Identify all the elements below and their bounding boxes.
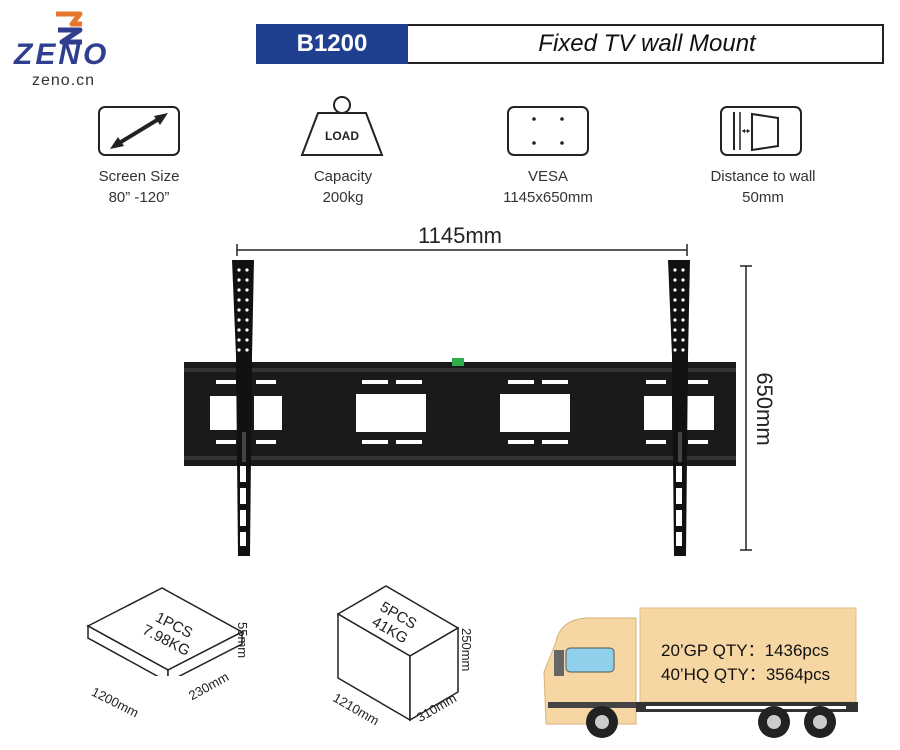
height-dimension-label: 650mm: [752, 372, 777, 446]
spec-value: 50mm: [742, 189, 784, 206]
spec-distance: Distance to wall 50mm: [678, 166, 848, 208]
vesa-pattern-icon: [507, 106, 589, 156]
spec-label: Capacity: [313, 168, 373, 185]
weight-icon: LOAD: [300, 96, 384, 156]
package-single-height: 55mm: [235, 622, 250, 659]
package-box-single: [86, 587, 244, 676]
spec-value: 200kg: [322, 189, 364, 206]
double-arrow-icon: [98, 106, 180, 156]
product-title: Fixed TV wall Mount: [538, 30, 756, 57]
package-single-length: 1200mm: [89, 684, 142, 721]
spec-vesa: VESA 1145x650mm: [463, 166, 633, 208]
spec-screen-size: Screen Size 80” -120”: [54, 166, 224, 208]
width-dimension-label: 1145mm: [418, 223, 502, 248]
container-truck-icon: [543, 607, 858, 738]
spec-value: 1145x650mm: [503, 189, 593, 206]
hq-quantity: 40’HQ QTY：3564pcs: [661, 665, 831, 684]
zeno-logo-icon: [56, 11, 83, 45]
spec-capacity: Capacity 200kg: [258, 166, 428, 208]
wall-mount-product-image: [184, 260, 736, 556]
spec-value: 80” -120”: [108, 189, 170, 206]
package-carton-height: 250mm: [459, 628, 474, 672]
spec-label: Screen Size: [98, 168, 180, 185]
brand-name: ZENO: [14, 38, 110, 71]
brand-url: zeno.cn: [32, 72, 96, 89]
model-badge: B1200: [256, 24, 408, 64]
package-box-carton: [336, 585, 460, 722]
spec-label: Distance to wall: [710, 168, 816, 185]
width-dimension-line: [236, 244, 688, 256]
spec-label: VESA: [527, 168, 569, 185]
gp-quantity: 20’GP QTY：1436pcs: [661, 641, 829, 660]
height-dimension-line: [740, 265, 752, 551]
weight-icon-label: LOAD: [325, 129, 359, 143]
wall-distance-icon: [720, 106, 802, 156]
